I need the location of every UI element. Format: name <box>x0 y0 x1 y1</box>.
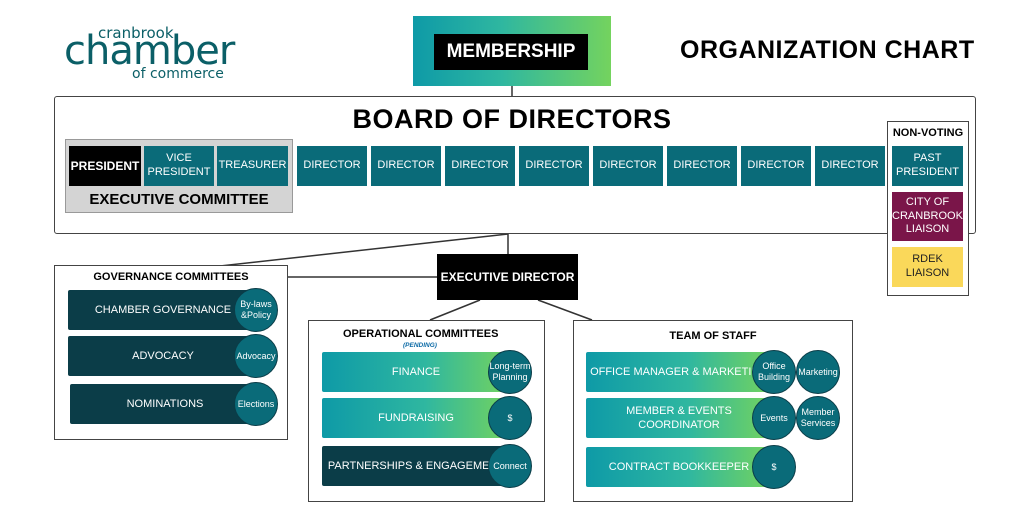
operational-title: OPERATIONAL COMMITTEES <box>343 328 499 340</box>
dollar-badge: $ <box>752 445 796 489</box>
governance-row: ADVOCACY <box>68 336 258 376</box>
office-building-badge: Office Building <box>752 350 796 394</box>
director-tile: DIRECTOR <box>593 146 663 186</box>
pending-label: (PENDING) <box>403 342 437 349</box>
executive-committee-label: EXECUTIVE COMMITTEE <box>89 191 269 208</box>
staff-row: OFFICE MANAGER & MARKETING <box>586 352 772 392</box>
org-chart-title: ORGANIZATION CHART <box>680 36 975 64</box>
director-tile: DIRECTOR <box>667 146 737 186</box>
operational-row: FINANCE <box>322 352 510 392</box>
member-services-badge: Member Services <box>796 396 840 440</box>
membership-label: MEMBERSHIP <box>434 34 588 70</box>
treasurer-tile: TREASURER <box>217 146 288 186</box>
executive-director-box: EXECUTIVE DIRECTOR <box>437 254 578 300</box>
advocacy-badge: Advocacy <box>234 334 278 378</box>
non-voting-label: NON-VOTING <box>892 127 964 139</box>
director-tile: DIRECTOR <box>519 146 589 186</box>
past-president-tile: PAST PRESIDENT <box>892 146 963 186</box>
governance-row: CHAMBER GOVERNANCE <box>68 290 258 330</box>
dollar-badge: $ <box>488 396 532 440</box>
operational-row: PARTNERSHIPS & ENGAGEMENT <box>322 446 510 486</box>
governance-title: GOVERNANCE COMMITTEES <box>93 271 249 283</box>
director-tile: DIRECTOR <box>297 146 367 186</box>
board-governance-connector <box>219 233 509 267</box>
rdek-liaison-tile: RDEK LIAISON <box>892 247 963 287</box>
logo-top-text: cranbrook <box>98 24 174 42</box>
staff-row: CONTRACT BOOKKEEPER <box>586 447 772 487</box>
president-tile: PRESIDENT <box>69 146 141 186</box>
director-tile: DIRECTOR <box>371 146 441 186</box>
director-tile: DIRECTOR <box>445 146 515 186</box>
ed-staff-connector <box>537 299 593 321</box>
ed-operational-connector <box>429 299 481 321</box>
connect-badge: Connect <box>488 444 532 488</box>
city-liaison-tile: CITY OF CRANBROOK LIAISON <box>892 192 963 241</box>
staff-row: MEMBER & EVENTS COORDINATOR <box>586 398 772 438</box>
marketing-badge: Marketing <box>796 350 840 394</box>
bylaws-policy-badge: By-laws &Policy <box>234 288 278 332</box>
vice-president-tile: VICE PRESIDENT <box>144 146 214 186</box>
board-title: BOARD OF DIRECTORS <box>352 104 672 134</box>
director-tile: DIRECTOR <box>815 146 885 186</box>
long-term-planning-badge: Long-term Planning <box>488 350 532 394</box>
operational-row: FUNDRAISING <box>322 398 510 438</box>
events-badge: Events <box>752 396 796 440</box>
staff-title: TEAM OF STAFF <box>669 330 757 342</box>
elections-badge: Elections <box>234 382 278 426</box>
director-tile: DIRECTOR <box>741 146 811 186</box>
logo-sub-text: of commerce <box>132 66 224 82</box>
governance-row: NOMINATIONS <box>70 384 260 424</box>
logo-main-text: chamber <box>64 28 235 74</box>
